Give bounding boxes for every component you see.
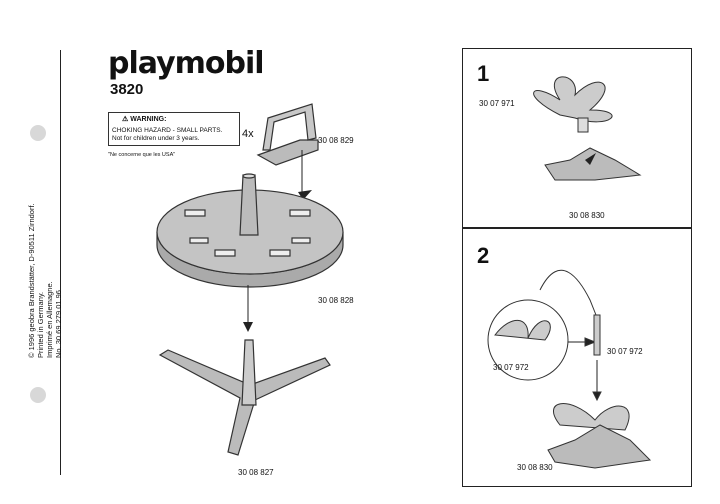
base-illustration xyxy=(158,339,331,456)
punch-hole xyxy=(30,387,46,403)
part-number-plant-hand: 30 07 972 xyxy=(607,347,643,356)
punch-hole xyxy=(30,125,46,141)
warning-line: CHOKING HAZARD - SMALL PARTS. xyxy=(112,127,223,134)
plant-detail-step2 xyxy=(487,269,652,469)
part-number-stand: 30 08 830 xyxy=(517,463,553,472)
part-number-plant: 30 07 971 xyxy=(479,99,515,108)
handle-illustration xyxy=(256,103,319,166)
tabletop-illustration xyxy=(156,173,344,288)
step-number: 1 xyxy=(477,61,490,86)
step-2-panel: 2 30 07 972 30 07 972 30 08 830 xyxy=(462,228,692,487)
part-number-stand: 30 08 830 xyxy=(569,211,605,220)
warning-line: Not for children under 3 years. xyxy=(112,135,200,142)
model-number: 3820 xyxy=(110,81,144,98)
warning-box: ⚠ WARNING: CHOKING HAZARD - SMALL PARTS.… xyxy=(108,112,240,146)
divider xyxy=(60,50,61,475)
part-number-base: 30 08 827 xyxy=(238,468,274,477)
quantity-label: 4x xyxy=(242,128,254,140)
plant-step1 xyxy=(533,76,642,181)
part-number-handle: 30 08 829 xyxy=(318,136,354,145)
usa-note: "Ne concerne que les USA" xyxy=(108,152,176,158)
part-number-tabletop: 30 08 828 xyxy=(318,296,354,305)
step-1-panel: 1 30 07 971 30 08 830 xyxy=(462,48,692,228)
warning-icon: ⚠ xyxy=(122,116,131,123)
brand-logo: playmobil xyxy=(108,46,265,81)
warning-title: WARNING: xyxy=(130,116,167,123)
part-number-plant-small: 30 07 972 xyxy=(493,363,529,372)
step-number: 2 xyxy=(477,243,490,268)
